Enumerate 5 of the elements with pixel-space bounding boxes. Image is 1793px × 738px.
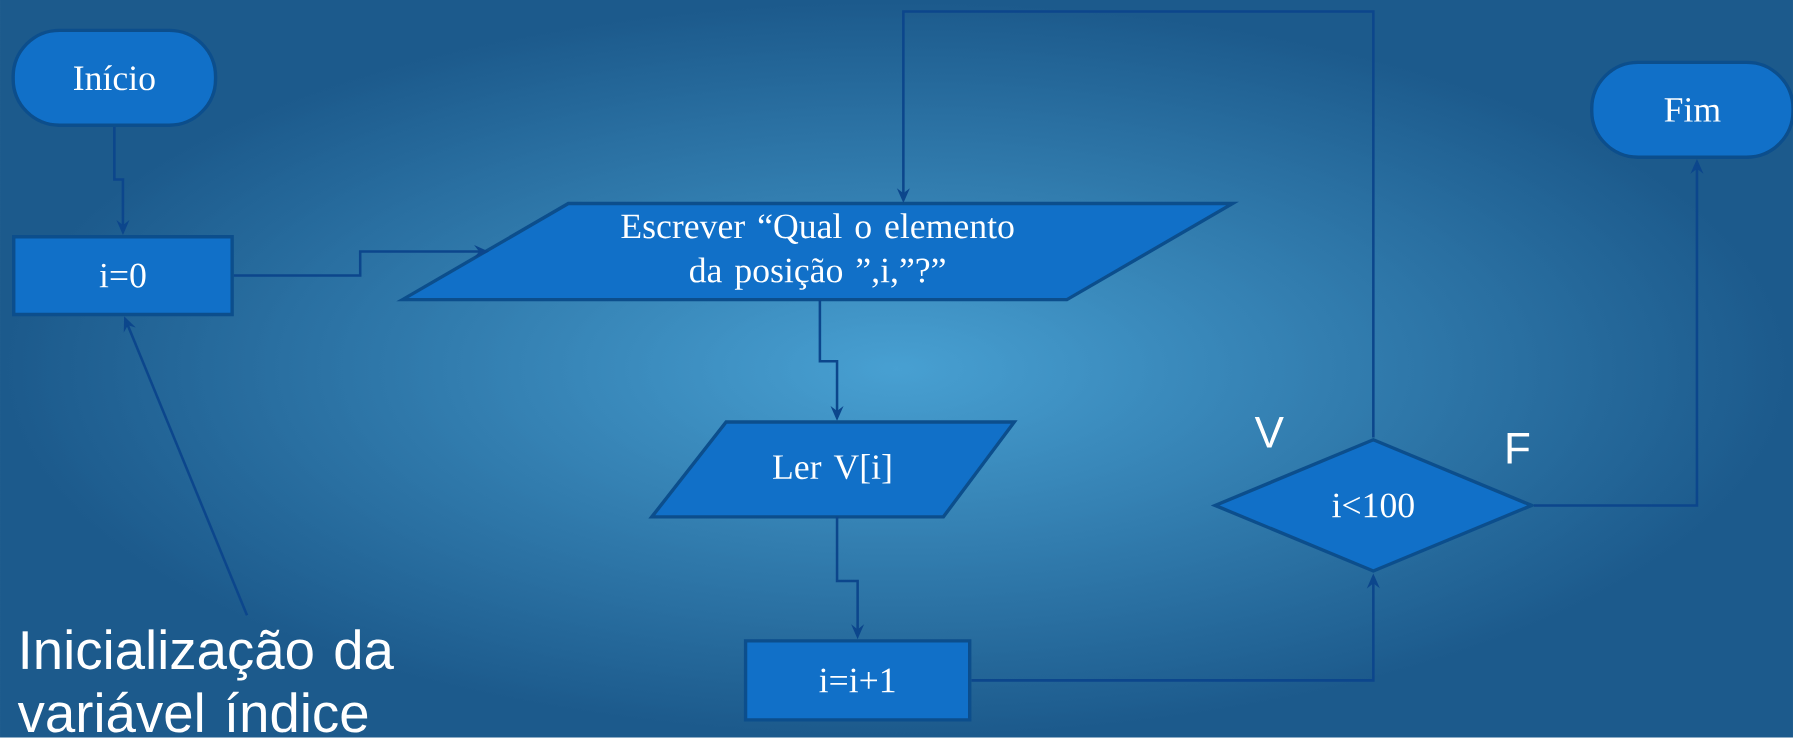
process-box: i=0 <box>12 235 234 317</box>
process-box: i=i+1 <box>743 639 972 722</box>
terminal-box: Início <box>11 28 218 128</box>
annotation-text: Inicialização da variável índice <box>17 629 394 733</box>
terminal-box: Fim <box>1590 60 1793 160</box>
